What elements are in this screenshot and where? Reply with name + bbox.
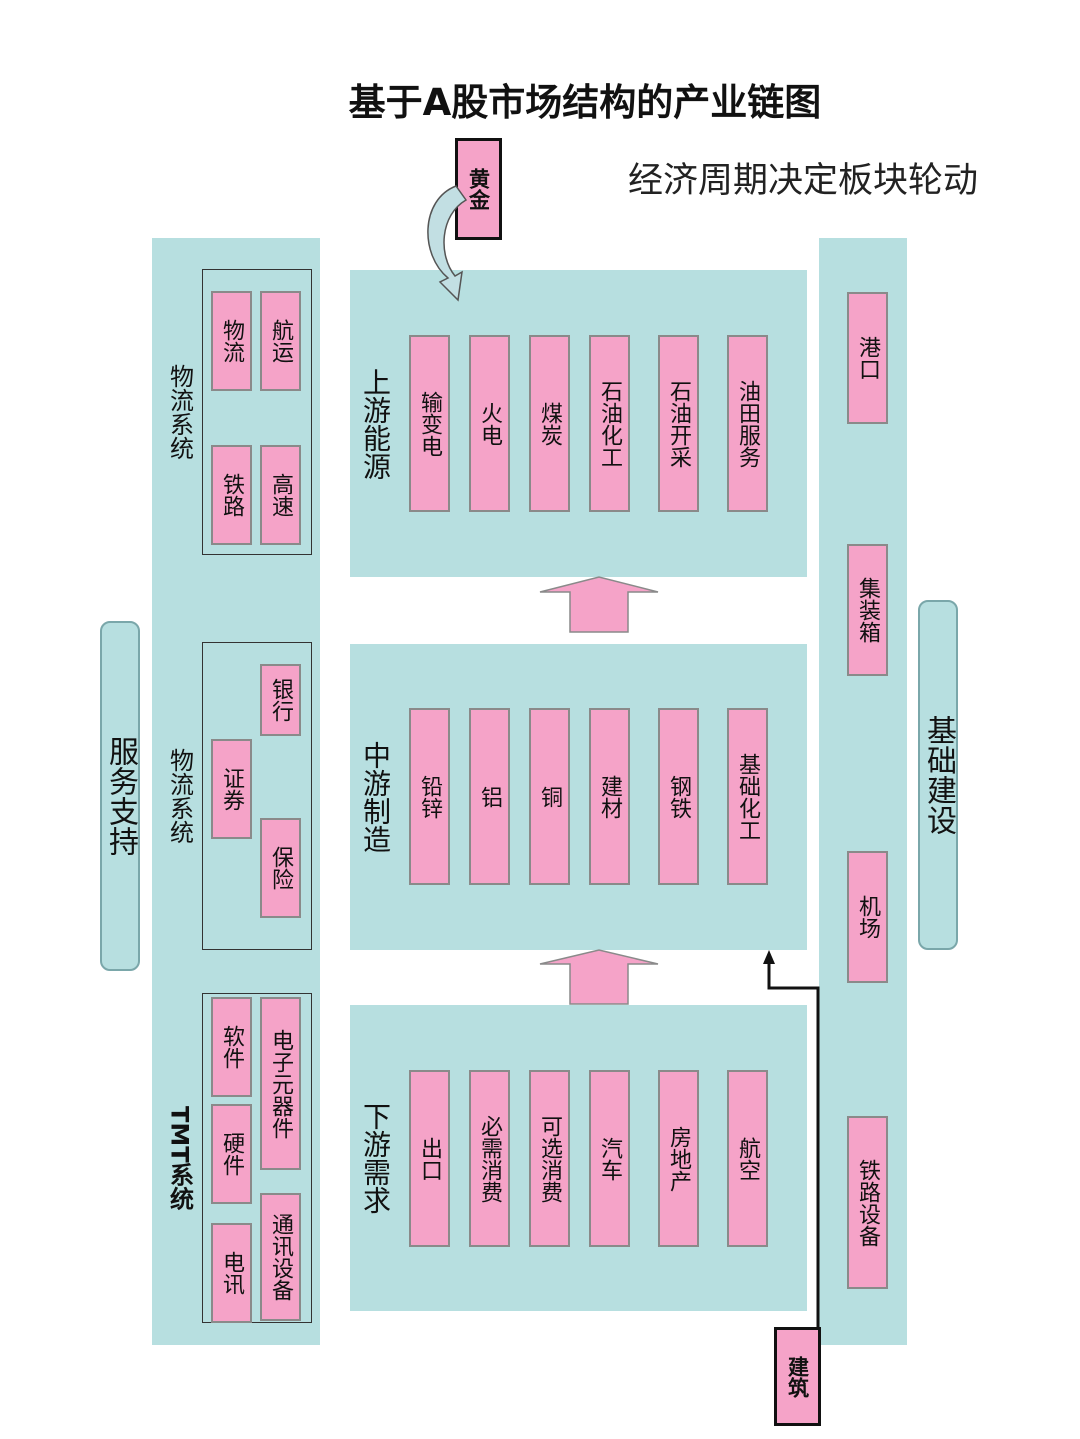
upstream-label: 上游能源 (359, 367, 392, 480)
item-power-transmission: 输变电 (409, 335, 450, 512)
item-oilfield-services: 油田服务 (727, 335, 768, 512)
page-title: 基于A股市场结构的产业链图 (348, 81, 822, 124)
item-consumer-discretionary: 可选消费 (529, 1070, 570, 1247)
item-software: 软件 (211, 997, 252, 1097)
item-basic-chemicals: 基础化工 (727, 708, 768, 885)
item-port: 港口 (847, 292, 888, 424)
logistics-group-1 (202, 269, 312, 555)
item-aluminum: 铝 (469, 708, 510, 885)
infrastructure-label: 基础建设 (918, 600, 958, 950)
item-highway: 高速 (260, 445, 301, 545)
item-container: 集装箱 (847, 544, 888, 676)
item-telecom: 电讯 (211, 1223, 252, 1323)
page-subtitle: 经济周期决定板块轮动 (628, 161, 979, 201)
tmt-group (202, 993, 312, 1323)
item-aviation: 航空 (727, 1070, 768, 1247)
item-logistics: 物流 (211, 291, 252, 391)
item-building-materials: 建材 (589, 708, 630, 885)
item-electronic-components: 电子元器件 (260, 997, 301, 1170)
item-bank: 银行 (260, 664, 301, 736)
up-arrow-mid-to-upstream (539, 576, 659, 633)
item-telecom-equipment: 通讯设备 (260, 1193, 301, 1321)
construction-link-arrowhead (763, 950, 775, 964)
midstream-label: 中游制造 (359, 741, 392, 853)
item-copper: 铜 (529, 708, 570, 885)
item-shipping: 航运 (260, 291, 301, 391)
item-petrochemical: 石油化工 (589, 335, 630, 512)
up-arrow-down-to-midstream (539, 949, 659, 1005)
item-airport: 机场 (847, 851, 888, 983)
logistics-group-1-label: 物流系统 (165, 364, 194, 460)
item-railway-equipment: 铁路设备 (847, 1116, 888, 1289)
item-export: 出口 (409, 1070, 450, 1247)
item-hardware: 硬件 (211, 1104, 252, 1204)
item-lead-zinc: 铅锌 (409, 708, 450, 885)
item-insurance: 保险 (260, 818, 301, 918)
finance-group (202, 642, 312, 950)
tmt-group-label: TMT系统 (165, 1105, 194, 1211)
item-securities: 证券 (211, 739, 252, 839)
item-thermal-power: 火电 (469, 335, 510, 512)
service-support-label: 服务支持 (100, 621, 140, 971)
item-consumer-staples: 必需消费 (469, 1070, 510, 1247)
construction-tag: 建筑 (774, 1327, 821, 1426)
item-automobile: 汽车 (589, 1070, 630, 1247)
item-coal: 煤炭 (529, 335, 570, 512)
gold-tag: 黄金 (455, 138, 502, 240)
finance-group-label: 物流系统 (165, 748, 194, 844)
item-oil-extraction: 石油开采 (658, 335, 699, 512)
item-real-estate: 房地产 (658, 1070, 699, 1247)
item-railway: 铁路 (211, 445, 252, 545)
item-steel: 钢铁 (658, 708, 699, 885)
downstream-label: 下游需求 (359, 1102, 392, 1214)
